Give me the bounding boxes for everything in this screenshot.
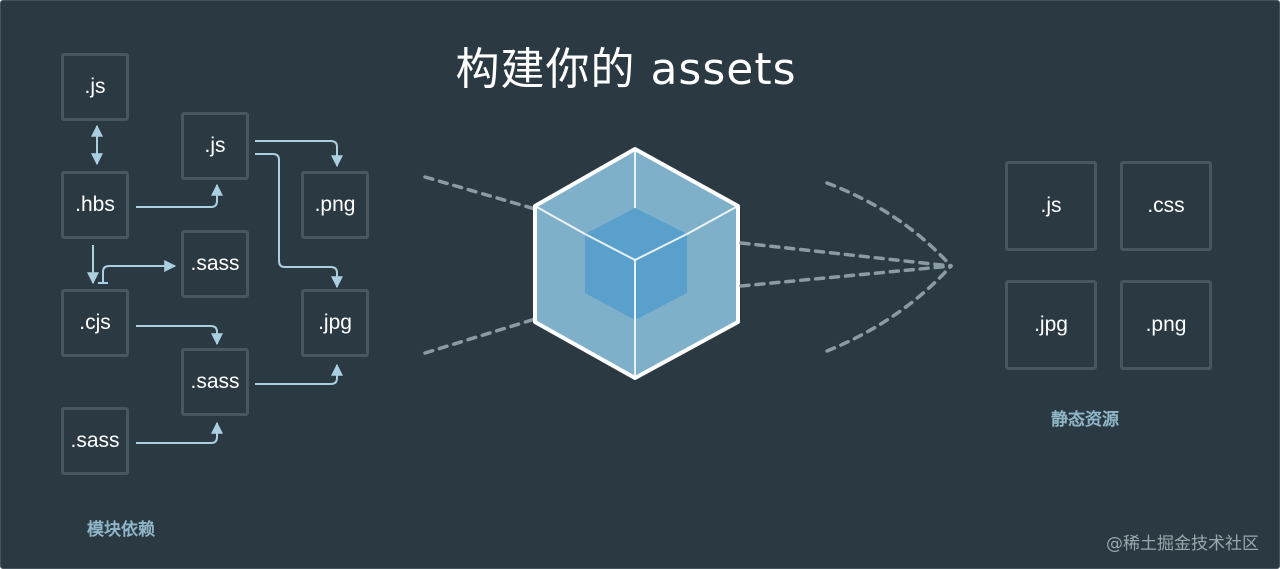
output-flow-line [739, 264, 953, 288]
module-sass: .sass [181, 348, 249, 416]
module-png: .png [301, 171, 369, 239]
webpack-cube-icon [533, 147, 740, 380]
edge-cjs-sass [102, 260, 177, 283]
edge-js-png [255, 140, 343, 168]
output-flow-line [825, 181, 953, 268]
module-sass: .sass [181, 230, 249, 298]
edge-js-jpg [255, 153, 343, 289]
output-js: .js [1005, 161, 1097, 251]
output-css: .css [1120, 161, 1212, 251]
output-png: .png [1120, 280, 1212, 370]
module-cjs: .cjs [61, 289, 129, 357]
edge-sassbottom-sasslow [136, 421, 223, 444]
module-sass: .sass [61, 407, 129, 475]
module-js: .js [181, 112, 249, 180]
diagram-title: 构建你的 assets [455, 44, 797, 95]
module-hbs: .hbs [61, 171, 129, 239]
module-jpg: .jpg [301, 289, 369, 357]
output-flow-line [739, 241, 953, 268]
output-flow-line [825, 264, 953, 353]
input-flow-line [423, 317, 537, 355]
watermark: @稀土掘金技术社区 [1106, 534, 1259, 554]
output-jpg: .jpg [1005, 280, 1097, 370]
modules-caption: 模块依赖 [87, 520, 155, 540]
input-flow-line [423, 175, 537, 211]
edge-sass-jpg [255, 363, 343, 385]
edge-hbs-js [136, 183, 223, 208]
outputs-caption: 静态资源 [1051, 410, 1119, 430]
module-js: .js [61, 53, 129, 121]
edge-cjs-sasslow [136, 325, 223, 346]
